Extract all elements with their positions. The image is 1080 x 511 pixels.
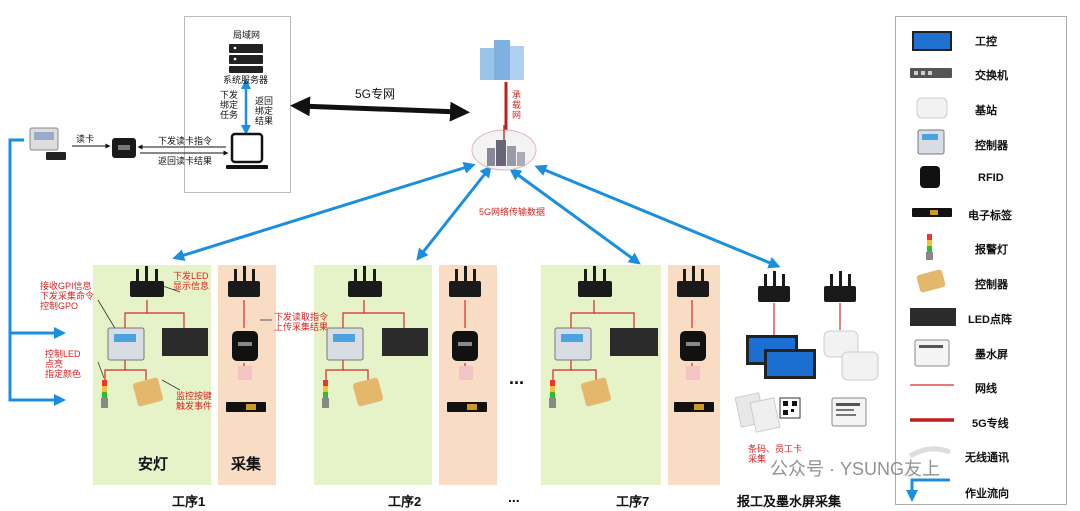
5g-private-label: 5G专网 — [355, 87, 396, 101]
control-led-annotation: 控制LED 点亮 指定颜色 — [45, 349, 82, 379]
5g-tower-icon — [471, 125, 537, 171]
zone-process2-andon — [314, 265, 432, 485]
barcode-annotation: 条码、员工卡 采集 — [748, 444, 803, 464]
legend-label-3: 控制器 — [975, 140, 1008, 152]
legend-label-13: 作业流向 — [965, 488, 1009, 500]
legend-label-0: 工控 — [975, 36, 997, 48]
monitor-button-annotation: 监控按键 触发事件 — [176, 391, 213, 411]
zone-process1-andon — [93, 265, 211, 485]
bind-result-label: 返回 绑定 结果 — [255, 96, 274, 126]
alarm-light-icons — [101, 380, 556, 408]
controller-icons — [107, 327, 592, 361]
zone-process7-andon — [541, 265, 661, 485]
card-qr-icons — [734, 392, 801, 433]
send-cmd-label: 下发读卡指令 — [158, 136, 213, 146]
lan-label: 局域网 — [233, 30, 261, 40]
rfid-reader-icon — [112, 138, 136, 158]
laptop-icon — [226, 132, 268, 169]
legend-label-8: LED点阵 — [968, 314, 1012, 326]
button-controller-icons — [133, 377, 611, 407]
process-2-label: 工序2 — [388, 494, 422, 509]
read-cmd-annotation: 下发读取指令 上传采集结果 — [274, 312, 329, 332]
eink-screen-icon — [831, 397, 867, 427]
read-card-label: 读卡 — [76, 134, 95, 144]
router-icons — [130, 266, 856, 302]
report-label: 报工及墨水屏采集 — [737, 494, 842, 509]
bind-task-label: 下发 绑定 任务 — [220, 90, 239, 120]
base-station-icons — [823, 330, 879, 381]
card-reader-device-icon — [29, 127, 66, 160]
carrier-net-label: 承 载 网 — [512, 90, 522, 120]
5g-wireless-arrows — [172, 162, 781, 269]
rfid-icons — [232, 331, 706, 361]
zone-caiji-label: 采集 — [231, 456, 262, 473]
legend-label-10: 网线 — [975, 383, 997, 395]
rf-signal-icons — [238, 366, 700, 380]
5g-private-arrow — [290, 96, 470, 122]
server-icon — [229, 44, 263, 73]
legend-label-5: 电子标签 — [968, 210, 1012, 222]
legend-icons — [906, 31, 956, 502]
electronic-tag-icons — [226, 402, 714, 412]
legend-label-12: 无线通讯 — [965, 452, 1009, 464]
cloud-server-icon — [480, 40, 524, 80]
zone-andeng-label: 安灯 — [138, 456, 169, 473]
process-7-label: 工序7 — [616, 494, 650, 509]
process-dots-label: ... — [508, 489, 520, 505]
server-label: 系统服务器 — [223, 75, 269, 85]
network-wires — [104, 300, 841, 380]
legend-label-9: 墨水屏 — [975, 349, 1008, 361]
legend-label-7: 控制器 — [975, 279, 1008, 291]
dots-between-2-7: ... — [509, 368, 525, 388]
process-1-label: 工序1 — [172, 494, 206, 509]
work-flow-lines — [8, 138, 66, 406]
legend-label-6: 报警灯 — [975, 244, 1008, 256]
legend-label-2: 基站 — [975, 105, 997, 117]
watermark: 公众号 · YSUNG友上 — [770, 459, 941, 479]
legend-label-4: RFID — [978, 172, 1004, 184]
5g-transfer-label: 5G网络传输数据 — [479, 207, 546, 217]
led-info-annotation: 下发LED 显示信息 — [173, 271, 210, 291]
gpi-annotation: 接收GPI信息 下发采集命令 控制GPO — [40, 281, 95, 311]
legend-label-11: 5G专线 — [972, 418, 1009, 430]
led-matrix-icons — [162, 328, 658, 356]
return-result-label: 返回读卡结果 — [158, 156, 213, 166]
legend-label-1: 交换机 — [975, 70, 1008, 82]
industrial-pc-icons — [746, 335, 816, 379]
